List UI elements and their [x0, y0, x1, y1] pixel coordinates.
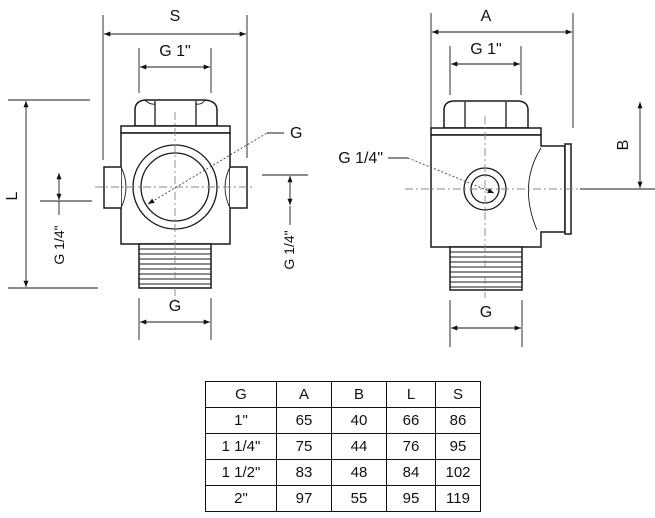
header-a: A: [276, 381, 332, 408]
cell-l: 95: [386, 485, 436, 512]
right-port-label: G 1/4": [281, 230, 297, 269]
valve-body: [120, 132, 231, 245]
side-bottom-thread: [449, 246, 523, 291]
cell-b: 48: [331, 459, 387, 486]
bottom-thread: [138, 243, 212, 289]
front-view: S G 1": [4, 8, 308, 340]
side-top-flange: [430, 127, 542, 136]
cell-l: 66: [386, 407, 436, 434]
cell-b: 55: [331, 485, 387, 512]
cell-s: 119: [435, 485, 481, 512]
cell-l: 84: [386, 459, 436, 486]
bore-leader: [147, 132, 268, 205]
side-thread-lines: [450, 251, 522, 288]
cell-b: 44: [331, 433, 387, 460]
right-port: [230, 166, 248, 209]
l-label: L: [4, 191, 21, 200]
cell-a: 83: [276, 459, 332, 486]
cell-s: 102: [435, 459, 481, 486]
cell-b: 40: [331, 407, 387, 434]
side-port-leader: [407, 157, 495, 194]
cell-g: 1 1/4": [205, 433, 277, 460]
cell-a: 75: [276, 433, 332, 460]
s-label: S: [170, 8, 181, 25]
cell-s: 86: [435, 407, 481, 434]
hex-nut: [134, 99, 218, 127]
cell-a: 65: [276, 407, 332, 434]
cell-g: 1 1/2": [205, 459, 277, 486]
a-label: A: [481, 8, 492, 25]
g1-top-label: G 1": [159, 43, 190, 60]
top-flange: [120, 125, 231, 134]
side-hex-nut: [443, 100, 529, 129]
front-bottom-g-label: G: [169, 298, 181, 315]
table-header-row: G A B L S: [205, 381, 481, 408]
cell-s: 95: [435, 433, 481, 460]
header-s: S: [435, 381, 481, 408]
cell-g: 1": [205, 407, 277, 434]
cell-l: 76: [386, 433, 436, 460]
header-l: L: [386, 381, 436, 408]
table-row: 1 1/4" 75 44 76 95: [205, 433, 481, 460]
side-valve-body: [430, 134, 566, 248]
outlet-curve: [528, 147, 542, 231]
side-g1-top-label: G 1": [470, 41, 501, 58]
table-row: 1 1/2" 83 48 84 102: [205, 459, 481, 486]
dimensions-table: G A B L S 1" 65 40 66 86 1 1/4" 75 44 76…: [205, 381, 481, 512]
table-row: 2" 97 55 95 119: [205, 485, 481, 512]
header-b: B: [331, 381, 387, 408]
bore-g-label: G: [290, 125, 302, 142]
cell-g: 2": [205, 485, 277, 512]
table-row: 1" 65 40 66 86: [205, 407, 481, 434]
side-bottom-g-label: G: [480, 304, 492, 321]
b-label: B: [615, 140, 632, 151]
header-g: G: [205, 381, 277, 408]
left-port-label: G 1/4": [51, 225, 67, 264]
side-port-label: G 1/4": [338, 150, 383, 167]
left-port: [103, 166, 121, 209]
side-view: A G 1": [338, 8, 655, 347]
cell-a: 97: [276, 485, 332, 512]
